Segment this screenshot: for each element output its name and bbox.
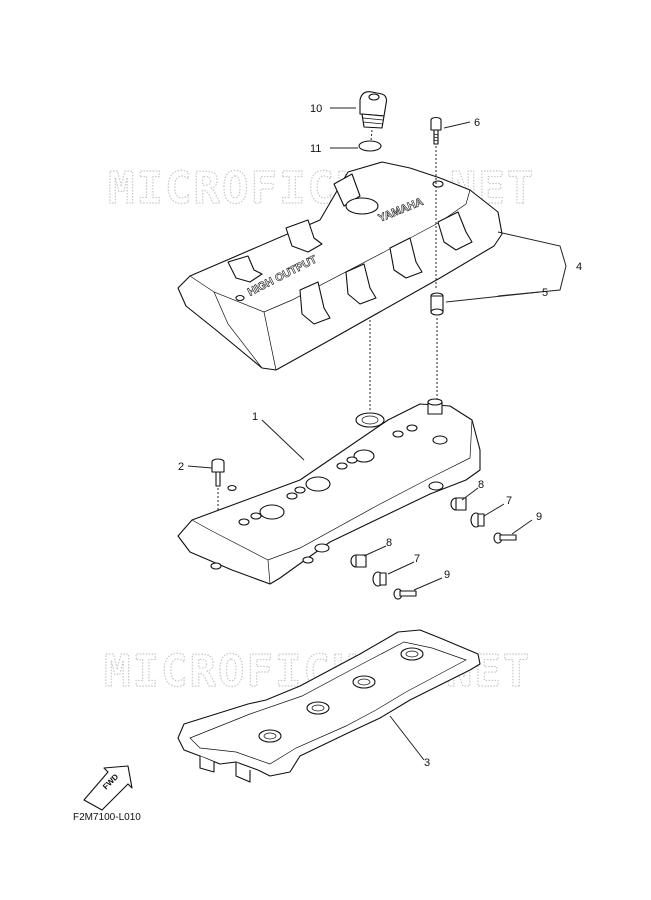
callout-3: 3 — [424, 757, 430, 769]
fwd-arrow-icon: FWD — [83, 765, 133, 811]
cylinder-head-cover-lower[interactable] — [177, 398, 481, 585]
callout-1: 1 — [252, 411, 258, 423]
callout-9-left: 9 — [444, 569, 450, 581]
head-cover-gasket[interactable] — [177, 629, 481, 783]
callout-2: 2 — [178, 461, 184, 473]
cylinder-head-cover[interactable]: HIGH OUTPUT YAMAHA — [177, 161, 503, 371]
callout-9-right: 9 — [536, 511, 542, 523]
callout-4: 4 — [576, 261, 582, 273]
callout-7-right: 7 — [506, 495, 512, 507]
damper-set-left[interactable] — [350, 554, 417, 600]
callout-6: 6 — [474, 117, 480, 129]
callout-10: 10 — [310, 103, 322, 115]
callout-8-right: 8 — [478, 479, 484, 491]
callout-11: 11 — [310, 143, 321, 155]
diagram-code: F2M7100-L010 — [73, 812, 141, 823]
oil-filler-cap[interactable] — [359, 91, 388, 129]
o-ring[interactable] — [358, 140, 382, 152]
callout-8-left: 8 — [386, 537, 392, 549]
collar[interactable] — [430, 292, 444, 316]
cover-bolt-top[interactable] — [430, 116, 442, 145]
callout-5: 5 — [542, 287, 548, 299]
callout-7-left: 7 — [414, 553, 420, 565]
cover-bolt-side[interactable] — [211, 458, 225, 487]
damper-set-right[interactable] — [450, 497, 517, 544]
